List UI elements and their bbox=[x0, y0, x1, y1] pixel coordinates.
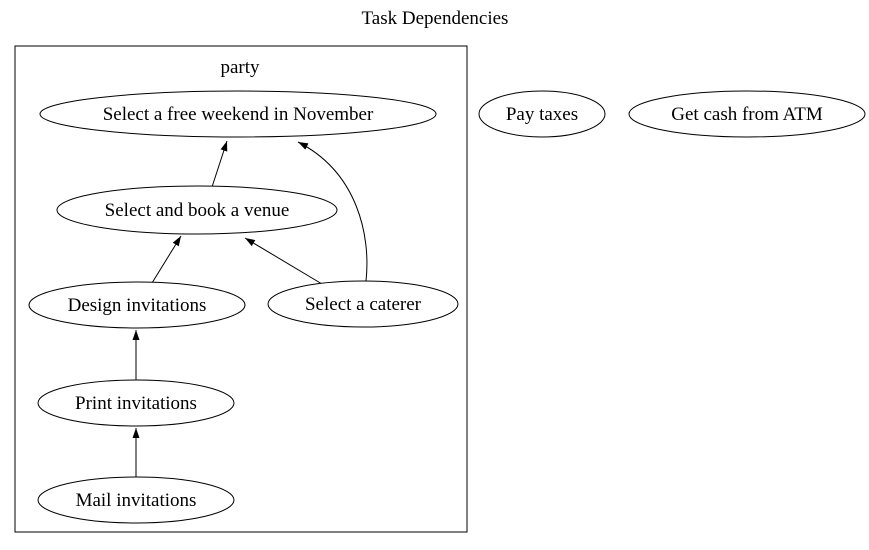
edges-layer bbox=[132, 140, 368, 477]
node-mail: Mail invitations bbox=[37, 476, 235, 524]
node-design: Design invitations bbox=[28, 281, 246, 329]
node-venue: Select and book a venue bbox=[56, 185, 338, 235]
cluster-party-border bbox=[14, 45, 468, 533]
edge-caterer-venue bbox=[244, 237, 323, 285]
node-get-cash: Get cash from ATM bbox=[628, 90, 866, 138]
node-ellipse-caterer bbox=[267, 280, 459, 328]
node-label-mail: Mail invitations bbox=[76, 490, 197, 511]
node-caterer: Select a caterer bbox=[267, 280, 459, 328]
node-ellipse-pay-taxes bbox=[478, 90, 606, 138]
node-label-print: Print invitations bbox=[75, 393, 197, 414]
node-label-design: Design invitations bbox=[68, 295, 207, 316]
node-label-pay-taxes: Pay taxes bbox=[506, 104, 578, 125]
node-ellipse-print bbox=[37, 379, 235, 427]
node-pay-taxes: Pay taxes bbox=[478, 90, 606, 138]
node-ellipse-weekend bbox=[39, 90, 437, 138]
node-label-get-cash: Get cash from ATM bbox=[671, 104, 823, 125]
cluster-party-label: party bbox=[220, 57, 260, 78]
node-ellipse-get-cash bbox=[628, 90, 866, 138]
node-ellipse-venue bbox=[56, 185, 338, 235]
diagram-title: Task Dependencies bbox=[362, 8, 509, 29]
edge-venue-weekend bbox=[211, 140, 228, 188]
node-weekend: Select a free weekend in November bbox=[39, 90, 437, 138]
node-label-caterer: Select a caterer bbox=[305, 294, 422, 315]
node-label-weekend: Select a free weekend in November bbox=[103, 104, 374, 125]
nodes-layer: Select a free weekend in NovemberSelect … bbox=[28, 90, 866, 524]
node-print: Print invitations bbox=[37, 379, 235, 427]
edge-design-venue bbox=[151, 235, 182, 284]
edge-caterer-weekend bbox=[297, 141, 368, 282]
node-ellipse-mail bbox=[37, 476, 235, 524]
node-label-venue: Select and book a venue bbox=[105, 200, 290, 221]
node-ellipse-design bbox=[28, 281, 246, 329]
